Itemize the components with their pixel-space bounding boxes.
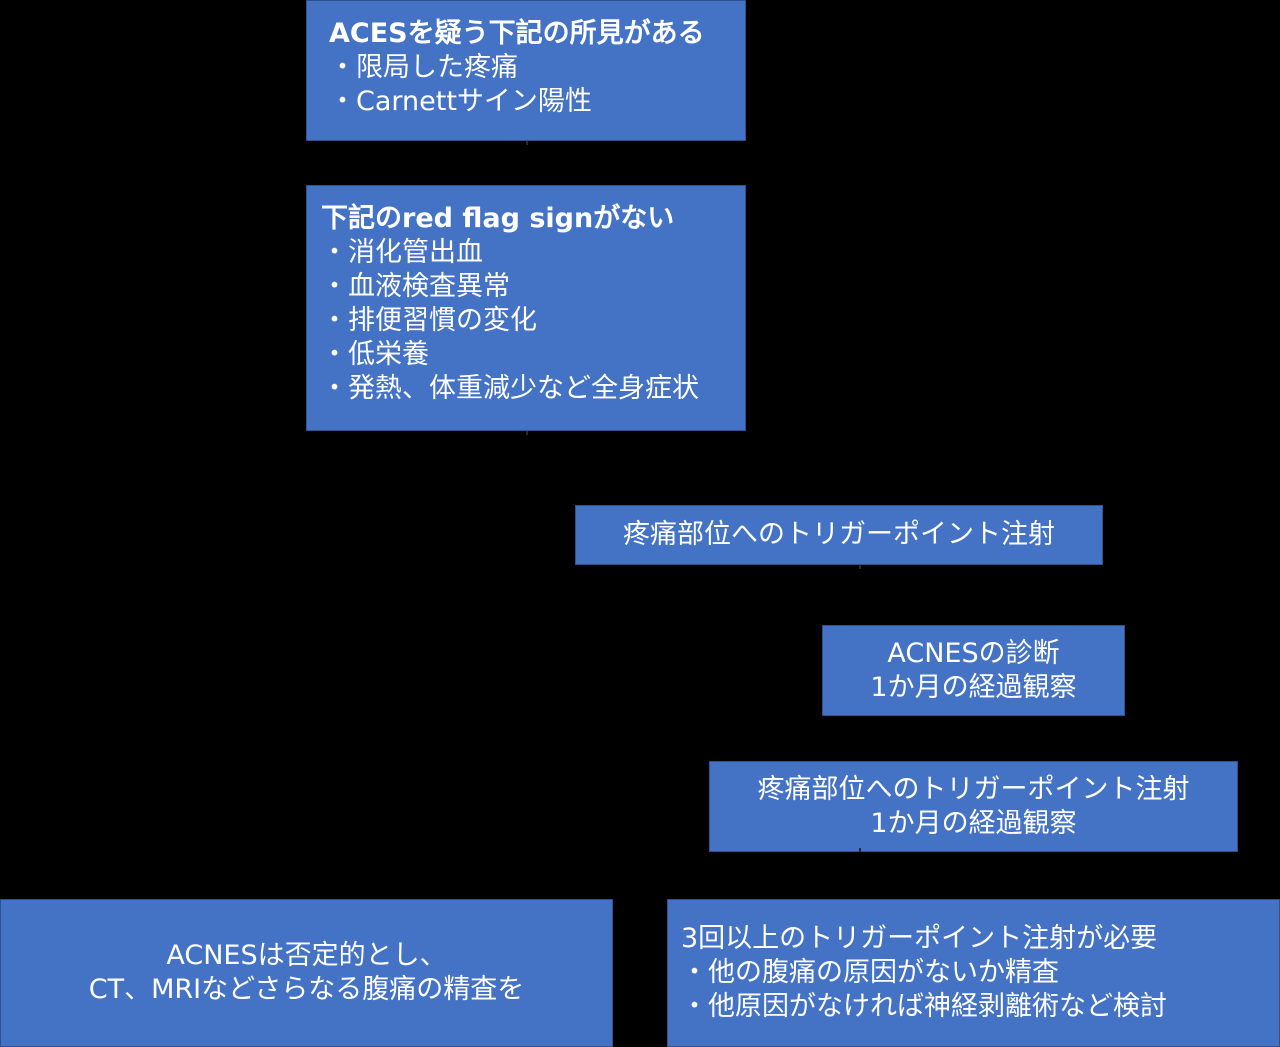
repeat-injection-text: 疼痛部位へのトリガーポイント注射 — [757, 773, 1190, 805]
acnes-diagnosis-box: ACNESの診断 1か月の経過観察 — [822, 625, 1125, 716]
connector-stub — [526, 431, 528, 435]
aces-findings-title: ACESを疑う下記の所見がある — [329, 18, 705, 49]
three-or-more-injections-text: 3回以上のトリガーポイント注射が必要 — [681, 923, 1158, 954]
connector-stub — [526, 141, 528, 145]
observation-text: 1か月の経過観察 — [870, 807, 1077, 839]
red-flag-item: ・消化管出血 — [321, 237, 483, 268]
red-flag-item: ・血液検査異常 — [321, 271, 510, 302]
further-workup-text: CT、MRIなどさらなる腹痛の精査を — [88, 974, 525, 1005]
aces-findings-box: ACESを疑う下記の所見がある ・限局した疼痛 ・Carnettサイン陽性 — [306, 0, 746, 141]
red-flags-title: 下記のred flag signがない — [321, 203, 675, 234]
three-or-more-injections-box: 3回以上のトリガーポイント注射が必要 ・他の腹痛の原因がないか精査 ・他原因がな… — [667, 899, 1280, 1047]
red-flag-item: ・低栄養 — [321, 339, 429, 370]
repeat-injection-box: 疼痛部位へのトリガーポイント注射 1か月の経過観察 — [709, 761, 1238, 852]
next-step-item: ・他原因がなければ神経剥離術など検討 — [681, 991, 1167, 1022]
aces-finding-item: ・Carnettサイン陽性 — [329, 86, 592, 117]
trigger-point-injection-text: 疼痛部位へのトリガーポイント注射 — [623, 519, 1055, 550]
red-flag-item: ・発熱、体重減少など全身症状 — [321, 373, 699, 404]
next-step-item: ・他の腹痛の原因がないか精査 — [681, 957, 1059, 988]
observation-text: 1か月の経過観察 — [870, 671, 1077, 703]
acnes-negative-text: ACNESは否定的とし、 — [166, 940, 447, 971]
trigger-point-injection-box: 疼痛部位へのトリガーポイント注射 — [575, 505, 1103, 565]
red-flags-box: 下記のred flag signがない ・消化管出血 ・血液検査異常 ・排便習慣… — [306, 185, 746, 431]
connector-stub — [859, 565, 861, 569]
red-flag-item: ・排便習慣の変化 — [321, 305, 537, 336]
acnes-diagnosis-text: ACNESの診断 — [887, 637, 1060, 669]
aces-finding-item: ・限局した疼痛 — [329, 52, 518, 83]
acnes-negative-box: ACNESは否定的とし、 CT、MRIなどさらなる腹痛の精査を — [0, 899, 613, 1047]
connector-stub — [859, 848, 861, 852]
